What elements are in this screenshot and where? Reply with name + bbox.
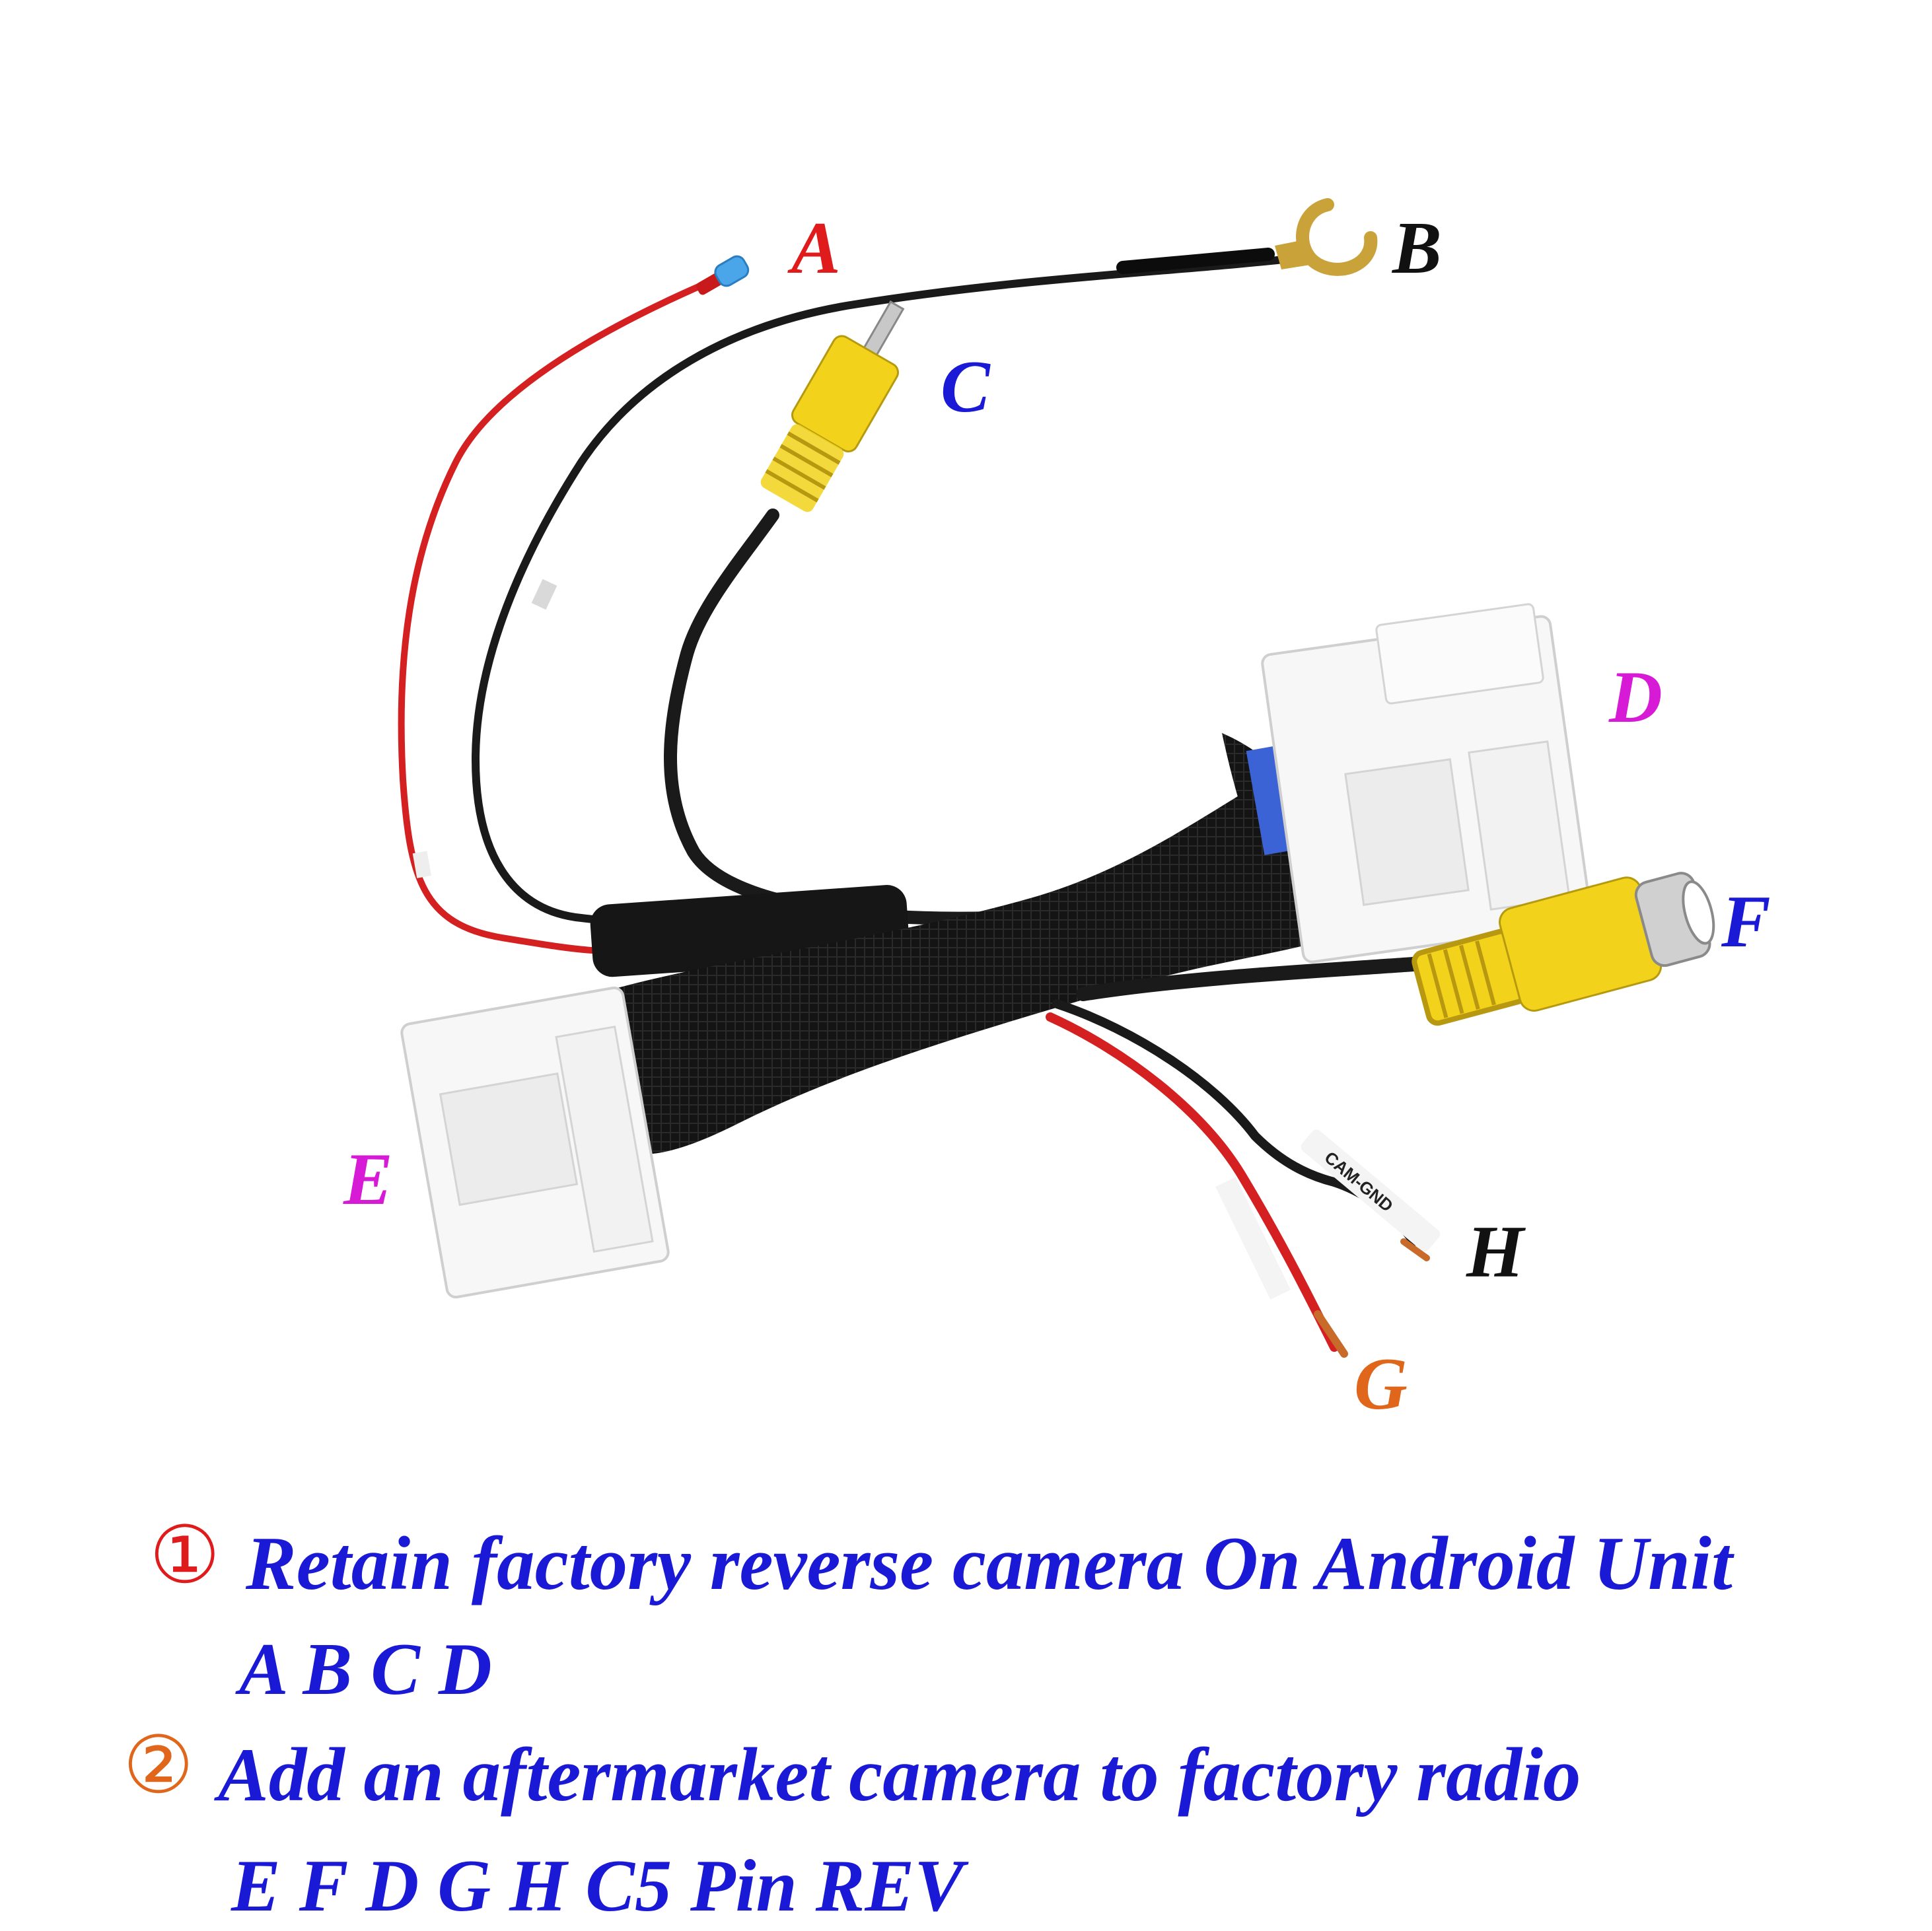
terminal-a-blue-icon (696, 255, 750, 295)
black-cable-c (664, 509, 997, 925)
taped-bundle (608, 759, 1374, 1154)
red-wire-sleeve-g (1215, 1177, 1291, 1300)
black-wire-marker-b (531, 579, 557, 610)
label-a: A (791, 207, 841, 289)
label-g: G (1354, 1343, 1408, 1425)
rca-plug-c-icon (760, 300, 905, 512)
wire-sleeve-h (1301, 1129, 1441, 1252)
black-wire-b (471, 254, 1305, 925)
instruction-1-number: ① (149, 1510, 221, 1601)
red-wire-a (398, 274, 723, 954)
label-h: H (1466, 1211, 1524, 1293)
fork-terminal-b-icon (1275, 198, 1378, 276)
label-f: F (1721, 881, 1771, 963)
black-cable-f (1076, 957, 1421, 1001)
label-d: D (1609, 656, 1663, 738)
instruction-2-sub: E F D G H C5 Pin REV (231, 1845, 964, 1927)
instruction-1-sub: A B C D (239, 1629, 492, 1710)
red-wire-g (1046, 1012, 1339, 1352)
label-c: C (941, 346, 990, 428)
label-e: E (343, 1139, 393, 1220)
instruction-2-number: ② (123, 1720, 194, 1811)
rca-jack-f-icon (1412, 872, 1715, 1026)
red-wire-marker-a (412, 851, 431, 878)
connector-d (1246, 603, 1592, 964)
label-b: B (1392, 207, 1442, 289)
instruction-2-text: Add an aftermarket camera to factory rad… (218, 1733, 1581, 1817)
instruction-1-text: Retain factory reverse camera On Android… (246, 1522, 1733, 1605)
connector-e (400, 986, 670, 1299)
